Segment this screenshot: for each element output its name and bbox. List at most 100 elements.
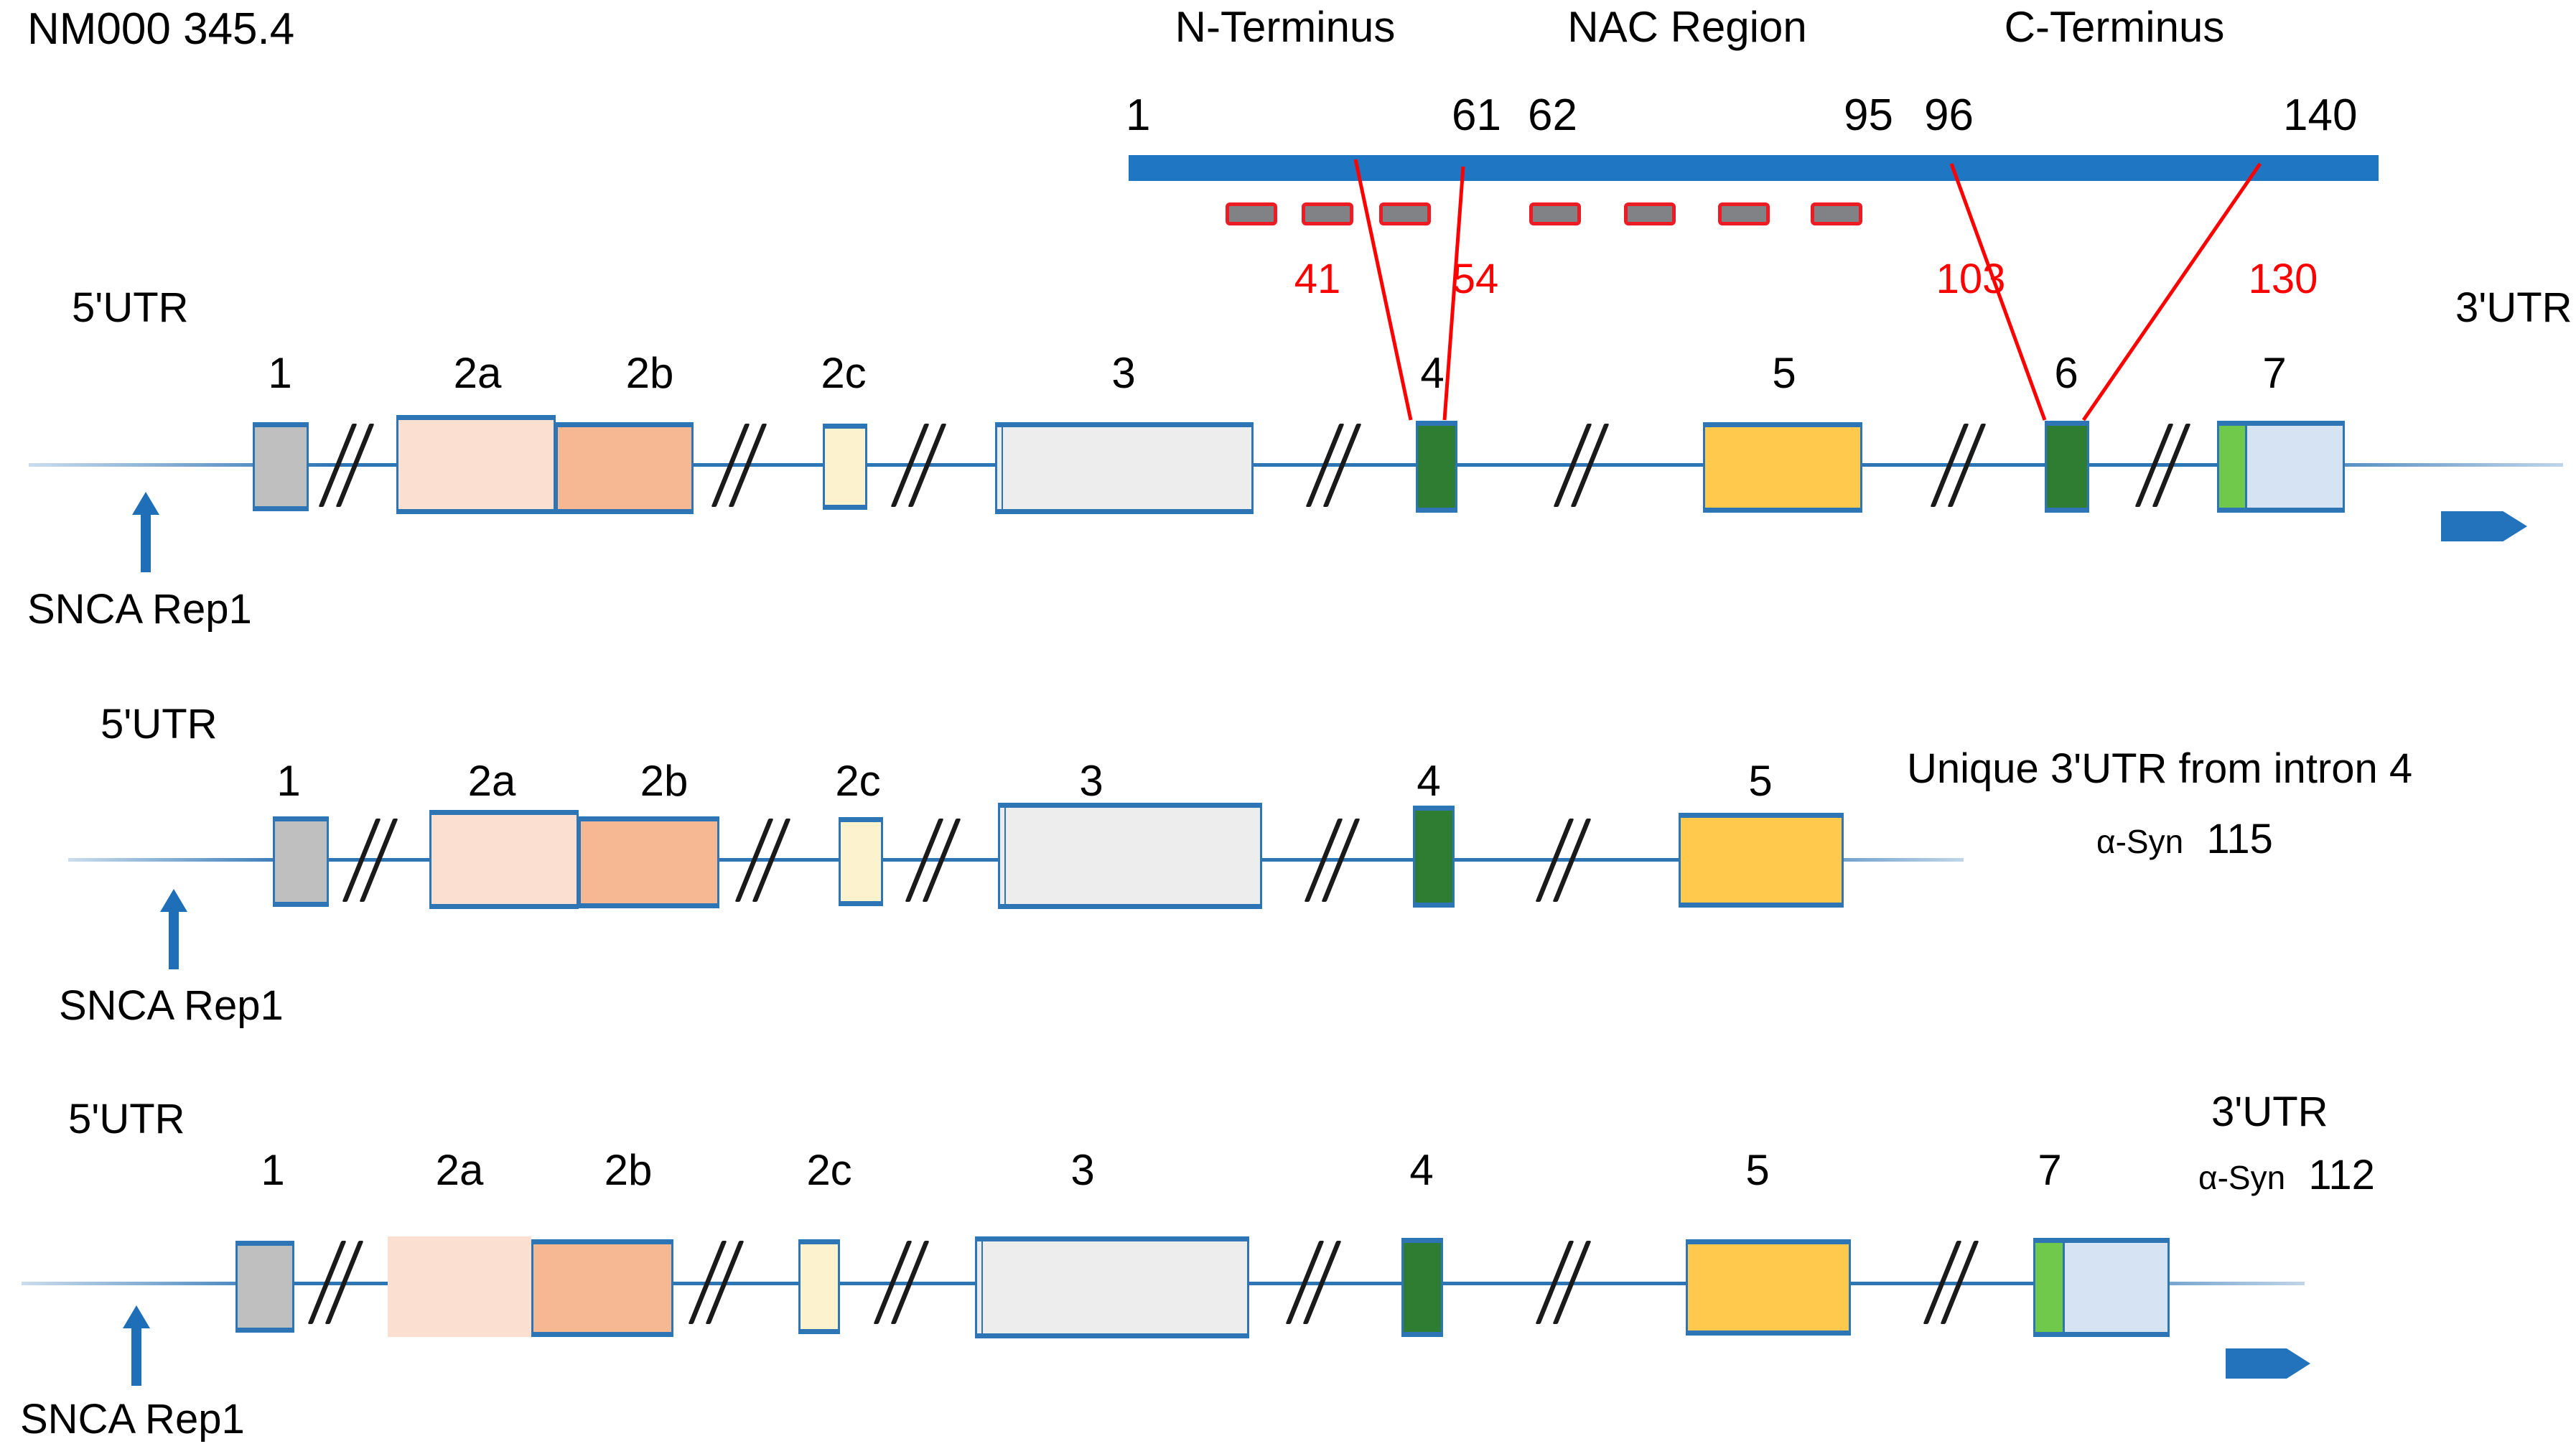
row1-utr5-label: 5'UTR [72,284,189,331]
row2-exon-1 [273,816,329,907]
row1-exon-label-6: 6 [2054,349,2078,397]
row2-intron-break [905,819,961,902]
row3-exon-2c [798,1239,840,1334]
row2-snca-rep1-label: SNCA Rep1 [59,982,284,1029]
row3-utr3-label: 3'UTR [2211,1089,2328,1135]
domain-end-61: 61 [1452,90,1501,140]
row1-gene-line [29,463,2563,467]
epitope-dash [1302,202,1353,225]
row2-exon-label-3: 3 [1079,757,1103,805]
row2-exon-2c [839,817,883,906]
row3-exon-5 [1686,1239,1851,1336]
row2-exon-label-2a: 2a [467,757,516,805]
row3-exon-label-2a: 2a [435,1146,484,1194]
row3-intron-break [307,1241,364,1324]
mutation-label-103: 103 [1936,256,2006,302]
row1-exon-label-7: 7 [2262,349,2287,397]
row3-isoform-label: α-Syn 112 [2198,1155,2375,1196]
row3-exon-label-3: 3 [1070,1146,1095,1194]
row3-exon-2b [531,1239,673,1337]
mutation-label-41: 41 [1294,256,1341,302]
row3-snca-rep1-arrow-icon [122,1305,151,1386]
row3-transcription-direction-arrow-icon [2226,1348,2310,1379]
row2-exon-label-5: 5 [1748,757,1773,805]
epitope-dash [1529,202,1581,225]
row2-isoform-number: 115 [2206,816,2273,862]
row3-exon-label-2c: 2c [806,1146,852,1194]
row1-intron-break [2134,424,2191,507]
row1-exon-label-4: 4 [1420,349,1445,397]
row2-utr5-label: 5'UTR [101,701,218,747]
row3-exon-label-5: 5 [1745,1146,1770,1194]
row1-exon-7 [2217,421,2345,513]
row2-exon-3 [998,803,1262,909]
row2-exon-label-2c: 2c [835,757,881,805]
row1-exon-label-5: 5 [1772,349,1796,397]
row1-exon-2c [823,424,867,510]
row1-exon-3 [995,422,1254,514]
domain-start-62: 62 [1528,90,1577,140]
row3-snca-rep1-label: SNCA Rep1 [20,1396,245,1443]
row1-exon-label-1: 1 [268,349,292,397]
row1-exon-7-coding-segment [2219,426,2247,508]
row2-exon-label-2b: 2b [640,757,689,805]
row3-exon-7-coding-segment [2035,1243,2065,1332]
row2-exon-5 [1679,813,1844,908]
row1-snca-rep1-arrow-icon [131,492,160,572]
row1-intron-break [711,424,767,507]
row2-intron-break [1304,819,1361,902]
row2-exon-2a [429,810,579,909]
row3-intron-break [873,1241,930,1324]
row3-intron-break [1535,1241,1592,1324]
row3-exon-3 [975,1236,1249,1338]
row1-intron-break [1553,424,1610,507]
domain-label-nac-region: NAC Region [1567,3,1807,51]
domain-bar-nac-region [1528,155,1951,181]
row2-isoform-label: α-Syn 115 [2096,819,2273,860]
row3-exon-label-7: 7 [2038,1146,2062,1194]
row2-unique-utr-note: Unique 3'UTR from intron 4 [1907,745,2413,792]
row3-exon-label-1: 1 [261,1146,285,1194]
row3-exon-label-2b: 2b [604,1146,653,1194]
row2-intron-break [734,819,791,902]
row3-intron-break [1285,1241,1342,1324]
row1-exon-label-2a: 2a [453,349,502,397]
row1-intron-break [890,424,947,507]
domain-label-c-terminus: C-Terminus [2004,3,2225,51]
mutation-label-54: 54 [1452,256,1499,302]
row2-intron-break [342,819,398,902]
row3-exon-2a [388,1236,531,1337]
row2-isoform-name: α-Syn [2096,823,2184,860]
epitope-dash [1226,202,1277,225]
row1-intron-break [318,424,375,507]
row3-isoform-name: α-Syn [2198,1159,2286,1196]
domain-label-n-terminus: N-Terminus [1175,3,1396,51]
mutation-label-130: 130 [2248,256,2318,302]
domain-end-95: 95 [1844,90,1893,140]
row3-intron-break [1923,1241,1979,1324]
row1-exon-4 [1416,421,1457,513]
domain-bar-c-terminus [1930,155,2379,181]
row1-exon-label-2b: 2b [625,349,674,397]
row1-intron-break [1305,424,1362,507]
row3-intron-break [688,1241,745,1324]
row3-exon-1 [235,1241,294,1333]
row1-intron-break [1930,424,1987,507]
domain-start-1: 1 [1126,90,1151,140]
row1-exon-2a [396,415,556,514]
row1-snca-rep1-label: SNCA Rep1 [27,586,252,633]
domain-bar-n-terminus [1129,155,1545,181]
row2-exon-2b [579,816,719,908]
row3-exon-label-4: 4 [1409,1146,1434,1194]
domain-end-140: 140 [2283,90,2358,140]
row1-exon-2b [556,422,694,514]
row3-exon-7 [2033,1238,2170,1337]
row2-snca-rep1-arrow-icon [159,889,188,969]
row1-exon-1 [253,422,309,511]
page-title: NM000 345.4 [27,4,295,54]
row1-exon-5 [1703,422,1862,513]
row1-exon-label-2c: 2c [821,349,867,397]
row1-exon-6 [2045,421,2089,513]
